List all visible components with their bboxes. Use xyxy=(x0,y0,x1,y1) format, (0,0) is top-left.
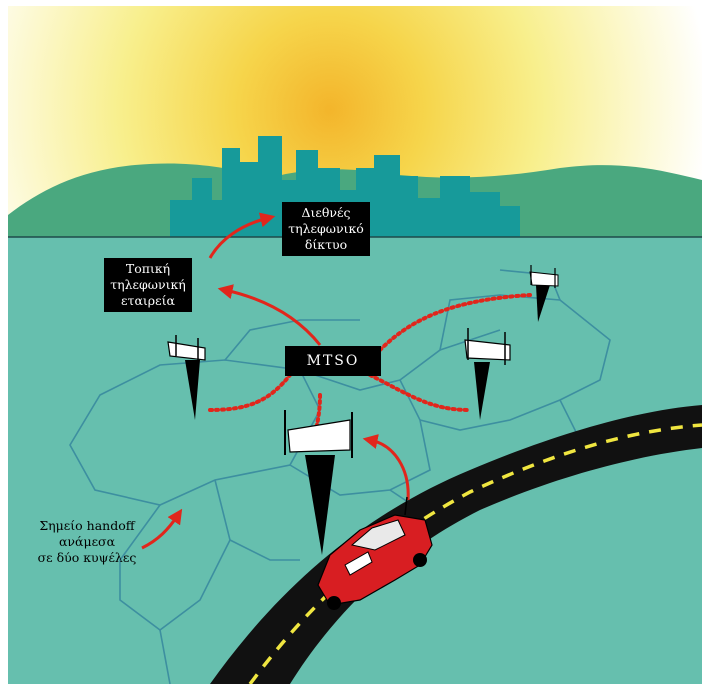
international-network-label: Διεθνές τηλεφωνικό δίκτυο xyxy=(282,202,370,256)
local-company-label: Τοπική τηλεφωνική εταιρεία xyxy=(104,258,192,312)
handoff-point-label: Σημείο handoff ανάμεσα σε δύο κυψέλες xyxy=(22,518,152,566)
mtso-label: MTSO xyxy=(285,346,381,376)
